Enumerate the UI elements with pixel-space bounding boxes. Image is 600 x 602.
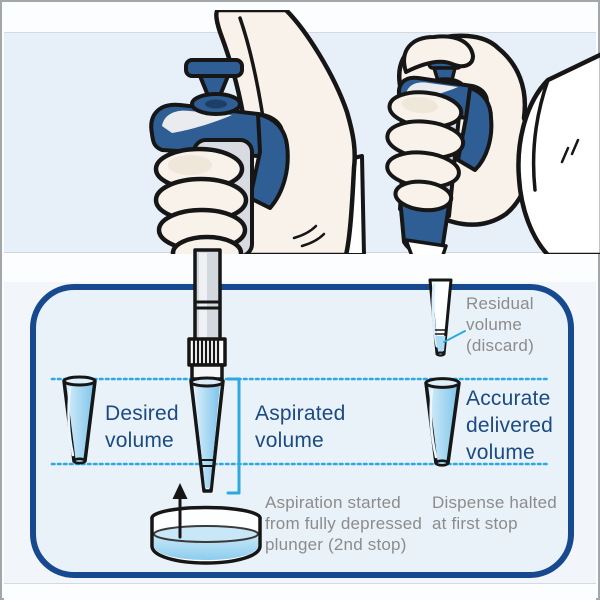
hands-illustration-panel bbox=[4, 33, 596, 253]
accurate-delivered-volume-label: Accurate delivered volume bbox=[466, 387, 554, 464]
bottom-margin-strip bbox=[4, 584, 596, 600]
aspiration-note: Aspiration started from fully depressed … bbox=[265, 493, 423, 554]
residual-volume-label: Residual volume (discard) bbox=[466, 294, 534, 355]
middle-gap-strip bbox=[4, 253, 596, 282]
volume-diagram-card bbox=[30, 284, 574, 578]
aspirated-volume-label: Aspirated volume bbox=[255, 402, 346, 452]
desired-volume-label: Desired volume bbox=[105, 402, 179, 452]
dispense-note: Dispense halted at first stop bbox=[432, 493, 557, 533]
top-margin-strip bbox=[4, 4, 596, 33]
